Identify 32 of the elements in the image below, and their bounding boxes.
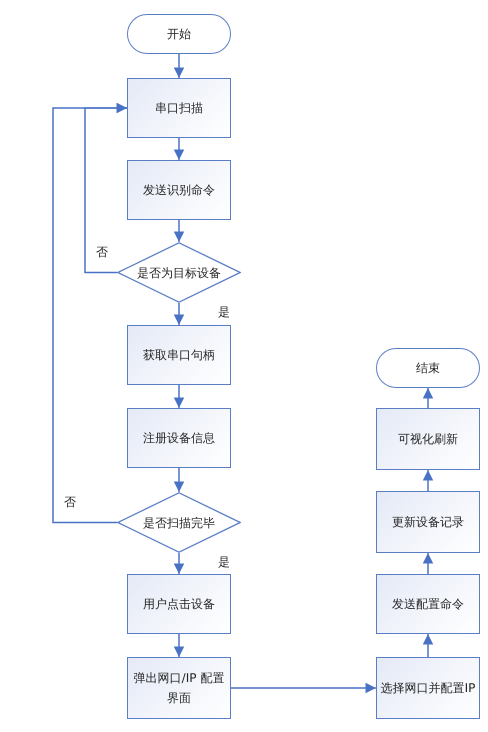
arrow [174,385,184,408]
terminal-box: 结束 [376,348,480,388]
process-box: 串口扫描 [127,78,231,138]
arrow [174,220,184,242]
arrow [174,468,184,492]
process-box: 选择网口并配置IP [376,657,480,719]
terminal-box: 开始 [127,14,231,54]
arrow [174,54,184,78]
process-box: 发送识别命令 [127,160,231,220]
arrow [174,138,184,160]
arrow [422,634,434,657]
decision-diamond: 是否扫描完毕 [117,492,241,553]
process-box: 弹出网口/IP 配置界面 [127,657,231,719]
arrow [174,303,184,325]
arrow [422,553,434,574]
edge-label: 是 [217,555,231,569]
edge-label: 否 [63,494,77,508]
arrow [231,682,376,694]
process-box: 更新设备记录 [376,491,480,553]
process-box: 可视化刷新 [376,408,480,470]
process-box: 注册设备信息 [127,408,231,468]
process-box: 获取串口句柄 [127,325,231,385]
arrow [422,470,434,491]
arrow [174,553,184,574]
edge-label: 否 [95,244,109,258]
process-box: 用户点击设备 [127,574,231,634]
arrow [422,388,434,408]
process-box: 发送配置命令 [376,574,480,634]
arrow [174,634,184,657]
arrow [52,102,127,524]
decision-diamond: 是否为目标设备 [117,242,241,303]
edge-label: 是 [217,305,231,319]
